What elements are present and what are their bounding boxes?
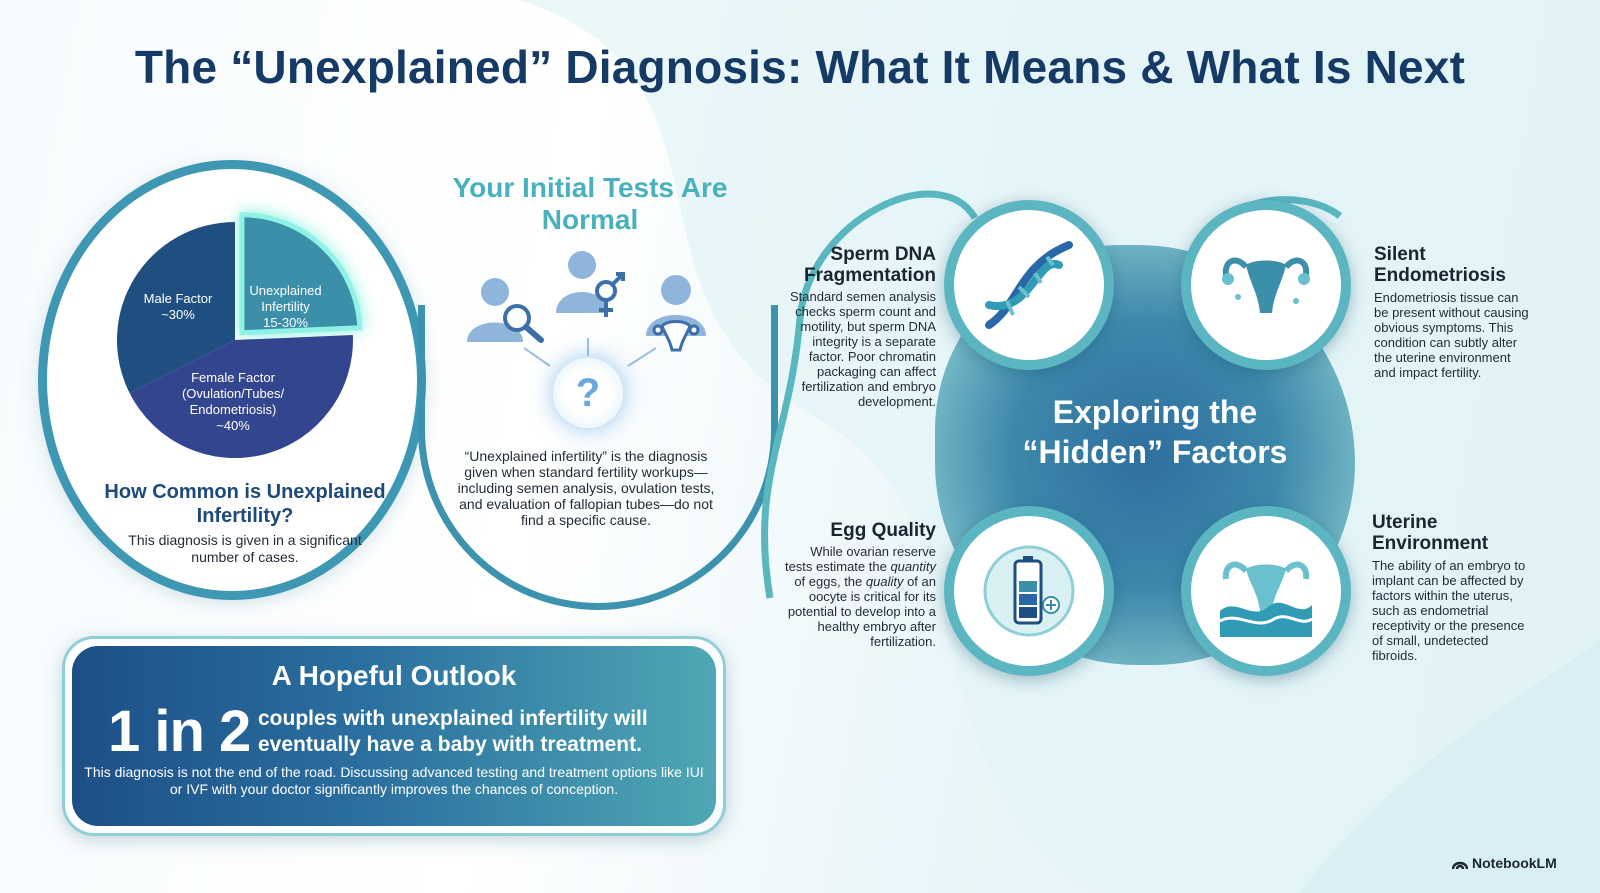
endometriosis-circle	[1181, 200, 1351, 370]
outlook-description: This diagnosis is not the end of the roa…	[84, 764, 704, 797]
wave-connector	[761, 190, 979, 599]
pie-chart	[117, 212, 363, 458]
sperm-dna-text: Standard semen analysis checks sperm cou…	[790, 289, 936, 409]
egg-quality-text: While ovarian reserve tests estimate the…	[780, 544, 936, 649]
pie-label-unexplained: Unexplained Infertility 15-30%	[238, 283, 333, 331]
person-search-icon	[467, 278, 544, 343]
tests-heading: Your Initial Tests Are Normal	[452, 172, 728, 235]
uterus-endometriosis-icon	[1222, 257, 1310, 313]
outlook-panel	[72, 646, 716, 826]
outlook-heading: A Hopeful Outlook	[271, 660, 517, 691]
sperm-dna-circle	[944, 200, 1114, 370]
pie-label-male-value: ~30%	[161, 307, 195, 322]
egg-quality-circle	[944, 506, 1114, 676]
egg-text-part-3: of an oocyte is critical for its potenti…	[787, 574, 936, 649]
uterine-environment-text: The ability of an embryo to implant can …	[1372, 558, 1526, 663]
pie-label-female-name: Female Factor (Ovulation/Tubes/ Endometr…	[181, 370, 285, 417]
egg-quality-title: Egg Quality	[830, 520, 936, 541]
egg-text-part-1: While ovarian reserve tests estimate the	[784, 544, 936, 574]
person-gender-icon	[556, 251, 625, 317]
pie-label-male: Male Factor ~30%	[128, 291, 228, 323]
battery-icon	[983, 545, 1075, 637]
connector-lines	[523, 338, 657, 367]
outlook-stat: 1 in 2	[108, 699, 251, 764]
notebooklm-logo-icon	[1452, 862, 1468, 870]
endometriosis-title: Silent Endometriosis	[1374, 244, 1506, 286]
pie-label-female-value: ~40%	[216, 418, 250, 433]
how-common-heading: How Common is Unexplained Infertility?	[104, 481, 386, 527]
pie-label-unexplained-name: Unexplained Infertility	[249, 283, 322, 314]
brand-label: NotebookLM	[1452, 855, 1557, 871]
uterine-environment-title: Uterine Environment	[1372, 512, 1489, 554]
sperm-dna-title: Sperm DNA Fragmentation	[804, 244, 936, 286]
pie-label-female: Female Factor (Ovulation/Tubes/ Endometr…	[168, 370, 298, 434]
page-title: The “Unexplained” Diagnosis: What It Mea…	[134, 41, 1466, 93]
uterine-environment-circle	[1181, 506, 1351, 676]
question-circle: ?	[553, 358, 623, 428]
pie-label-unexplained-value: 15-30%	[263, 315, 308, 330]
person-uterus-icon	[646, 275, 706, 352]
uterus-wave-icon	[1219, 561, 1313, 637]
hidden-factors-heading: Exploring the “Hidden” Factors	[1022, 394, 1288, 470]
endometriosis-text: Endometriosis tissue can be present with…	[1374, 290, 1529, 380]
pie-label-male-name: Male Factor	[143, 291, 213, 306]
egg-text-quality: quality	[865, 574, 904, 589]
pie-slice-unexplained	[239, 212, 363, 336]
tests-description: “Unexplained infertility” is the diagnos…	[457, 448, 715, 528]
brand-text: NotebookLM	[1472, 855, 1557, 871]
egg-text-quantity: quantity	[890, 559, 936, 574]
egg-text-part-2: of eggs, the	[794, 574, 866, 589]
dna-icon	[985, 241, 1073, 329]
pie-slice-male	[117, 222, 235, 394]
how-common-description: This diagnosis is given in a significant…	[128, 532, 362, 565]
pie-slice-female	[129, 334, 353, 458]
outlook-message: couples with unexplained infertility wil…	[258, 707, 648, 756]
